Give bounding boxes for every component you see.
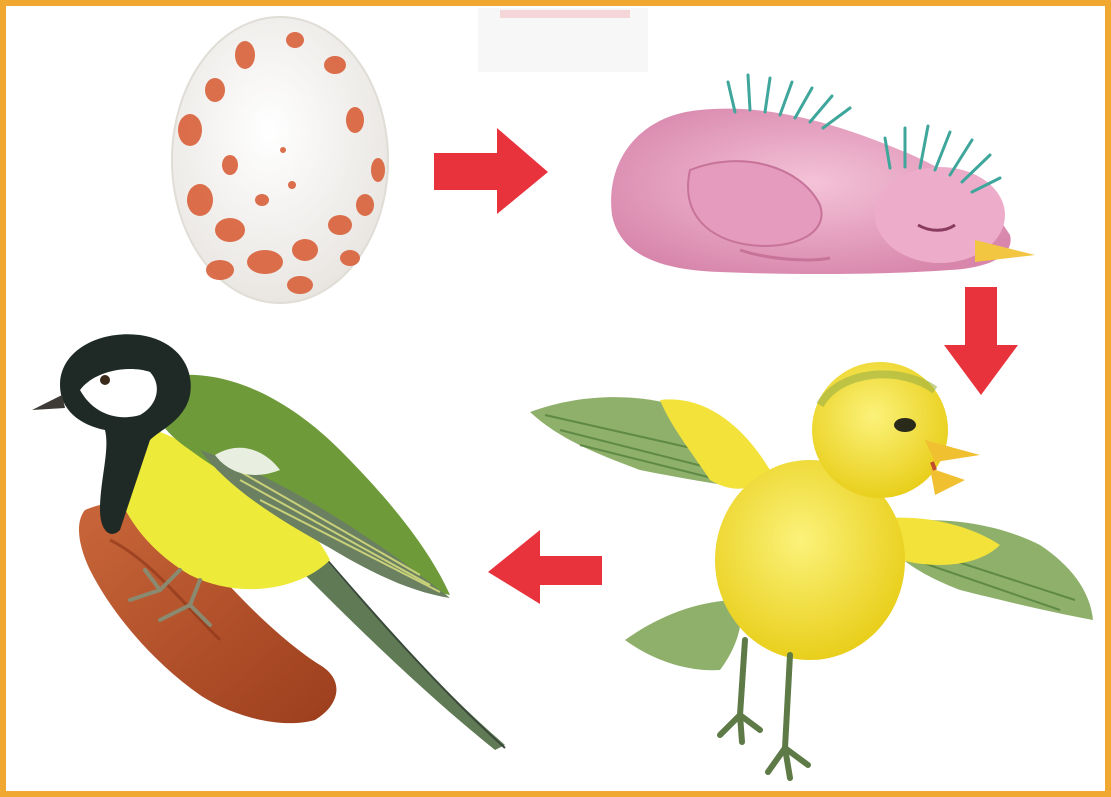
egg-icon <box>172 17 388 303</box>
hatchling-icon <box>611 75 1035 274</box>
adult-bird-icon <box>32 334 505 750</box>
fledgling-icon <box>530 362 1093 778</box>
arrow-down-icon <box>944 287 1018 395</box>
arrow-right-icon <box>434 128 548 214</box>
arrow-left-icon <box>488 530 602 604</box>
